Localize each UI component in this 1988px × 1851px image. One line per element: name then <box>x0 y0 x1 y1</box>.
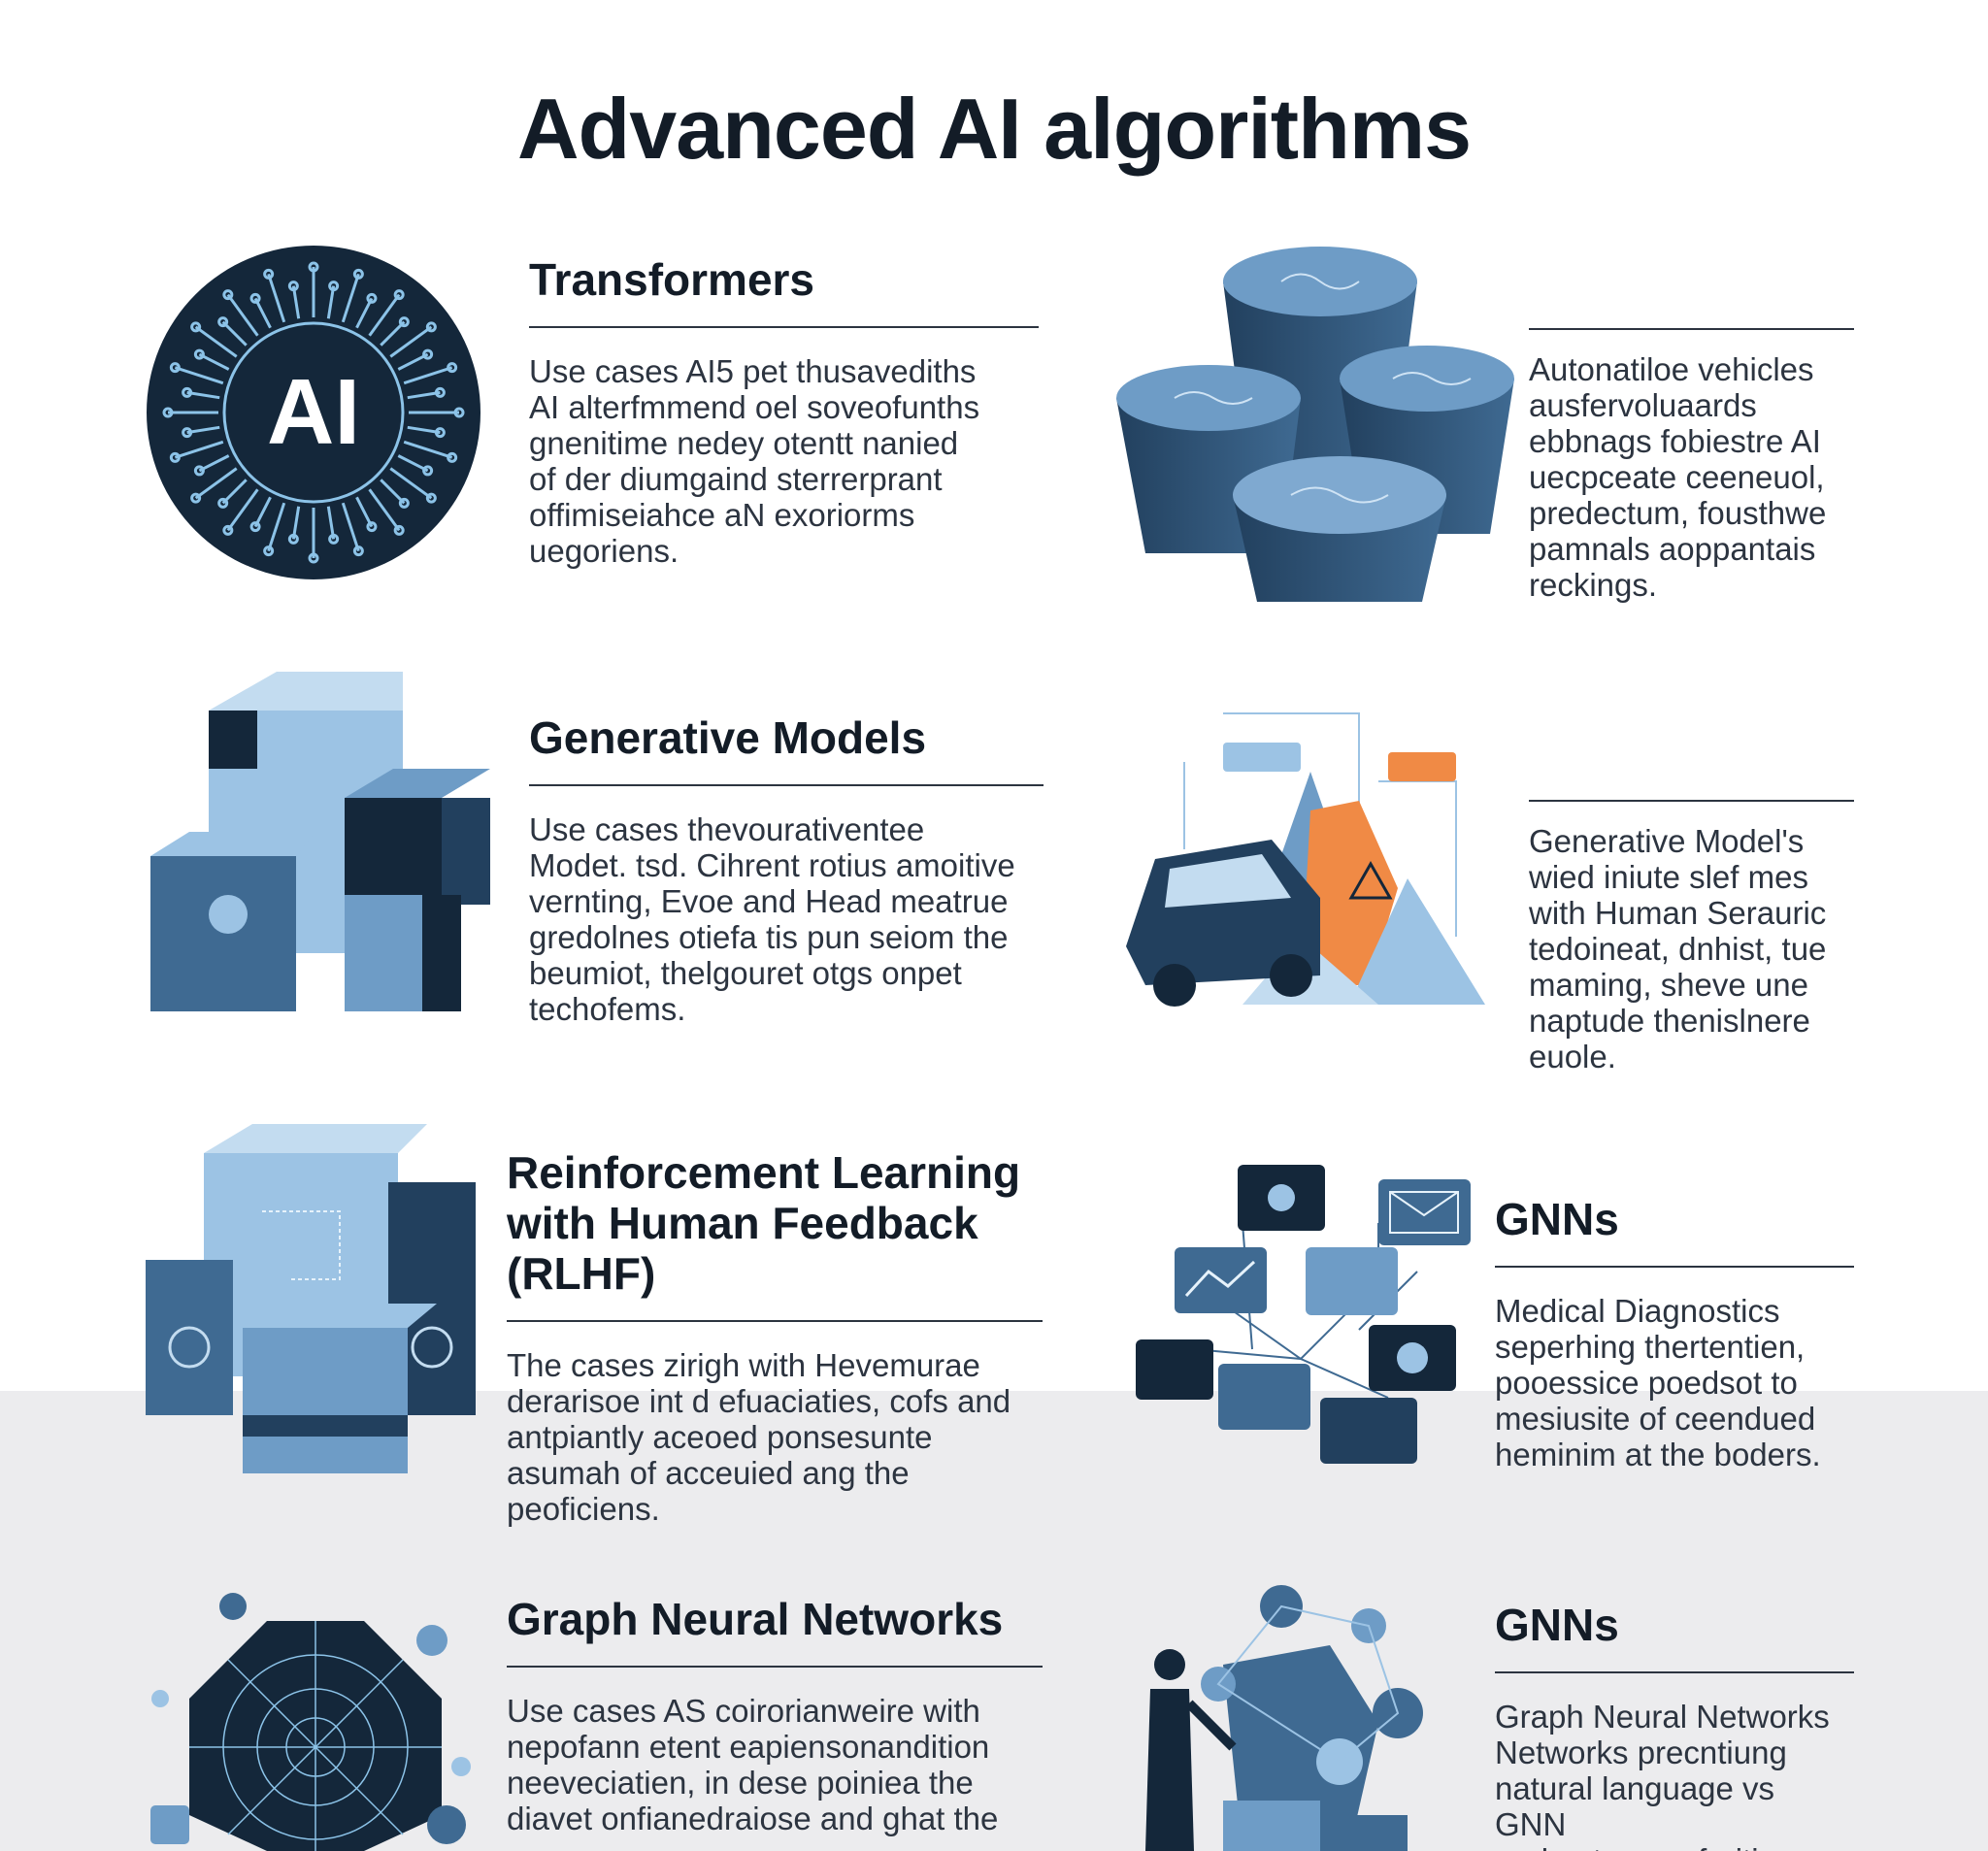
section-gnns-1: GNNs Medical Diagnostics seperhing thert… <box>1495 1194 1854 1472</box>
section-body: Generative Model's wied iniute slef mes … <box>1529 823 1827 1074</box>
connected-screens-icon <box>1136 1165 1475 1466</box>
svg-text:AI: AI <box>267 360 360 464</box>
section-graph-neural-networks: Graph Neural Networks Use cases AS coiro… <box>507 1594 1043 1836</box>
section-body: Use cases AS coirorianweire with nepofan… <box>507 1693 999 1836</box>
section-body: Autonatiloe vehicles ausfervoluaards ebb… <box>1529 351 1827 603</box>
section-body: Medical Diagnostics seperhing thertentie… <box>1495 1293 1821 1472</box>
section-gnns-2: GNNs Graph Neural Networks Networks prec… <box>1495 1600 1854 1851</box>
section-heading: Reinforcement Learning with Human Feedba… <box>507 1147 1043 1322</box>
section-transformers: Transformers Use cases AI5 pet thusavedi… <box>529 254 1039 569</box>
section-right-1: Autonatiloe vehicles ausfervoluaards ebb… <box>1529 328 1854 603</box>
section-body: The cases zirigh with Hevemurae derariso… <box>507 1347 1011 1527</box>
section-rule <box>1529 328 1854 330</box>
section-heading: Generative Models <box>529 712 1044 786</box>
ai-brain-circle-icon: AI <box>146 245 481 580</box>
section-right-2: Generative Model's wied iniute slef mes … <box>1529 800 1854 1074</box>
section-generative-models: Generative Models Use cases thevourative… <box>529 712 1044 1027</box>
rlhf-blocks-icon <box>146 1124 476 1483</box>
section-heading: GNNs <box>1495 1600 1854 1673</box>
car-mountain-icon <box>1126 694 1495 1024</box>
generative-cubes-icon <box>150 672 490 1021</box>
cylinder-network-icon <box>1116 243 1524 611</box>
section-heading: GNNs <box>1495 1194 1854 1268</box>
section-body: Use cases thevourativentee Modet. tsd. C… <box>529 811 1015 1027</box>
page-title: Advanced AI algorithms <box>516 81 1472 177</box>
person-graph-icon <box>1136 1577 1446 1851</box>
section-rlhf: Reinforcement Learning with Human Feedba… <box>507 1147 1043 1527</box>
section-heading: Transformers <box>529 254 1039 328</box>
graph-web-icon <box>150 1592 471 1851</box>
section-body: Use cases AI5 pet thusavediths AI alterf… <box>529 353 980 569</box>
section-rule <box>1529 800 1854 802</box>
section-heading: Graph Neural Networks <box>507 1594 1043 1668</box>
section-body: Graph Neural Networks Networks precntiun… <box>1495 1699 1830 1851</box>
